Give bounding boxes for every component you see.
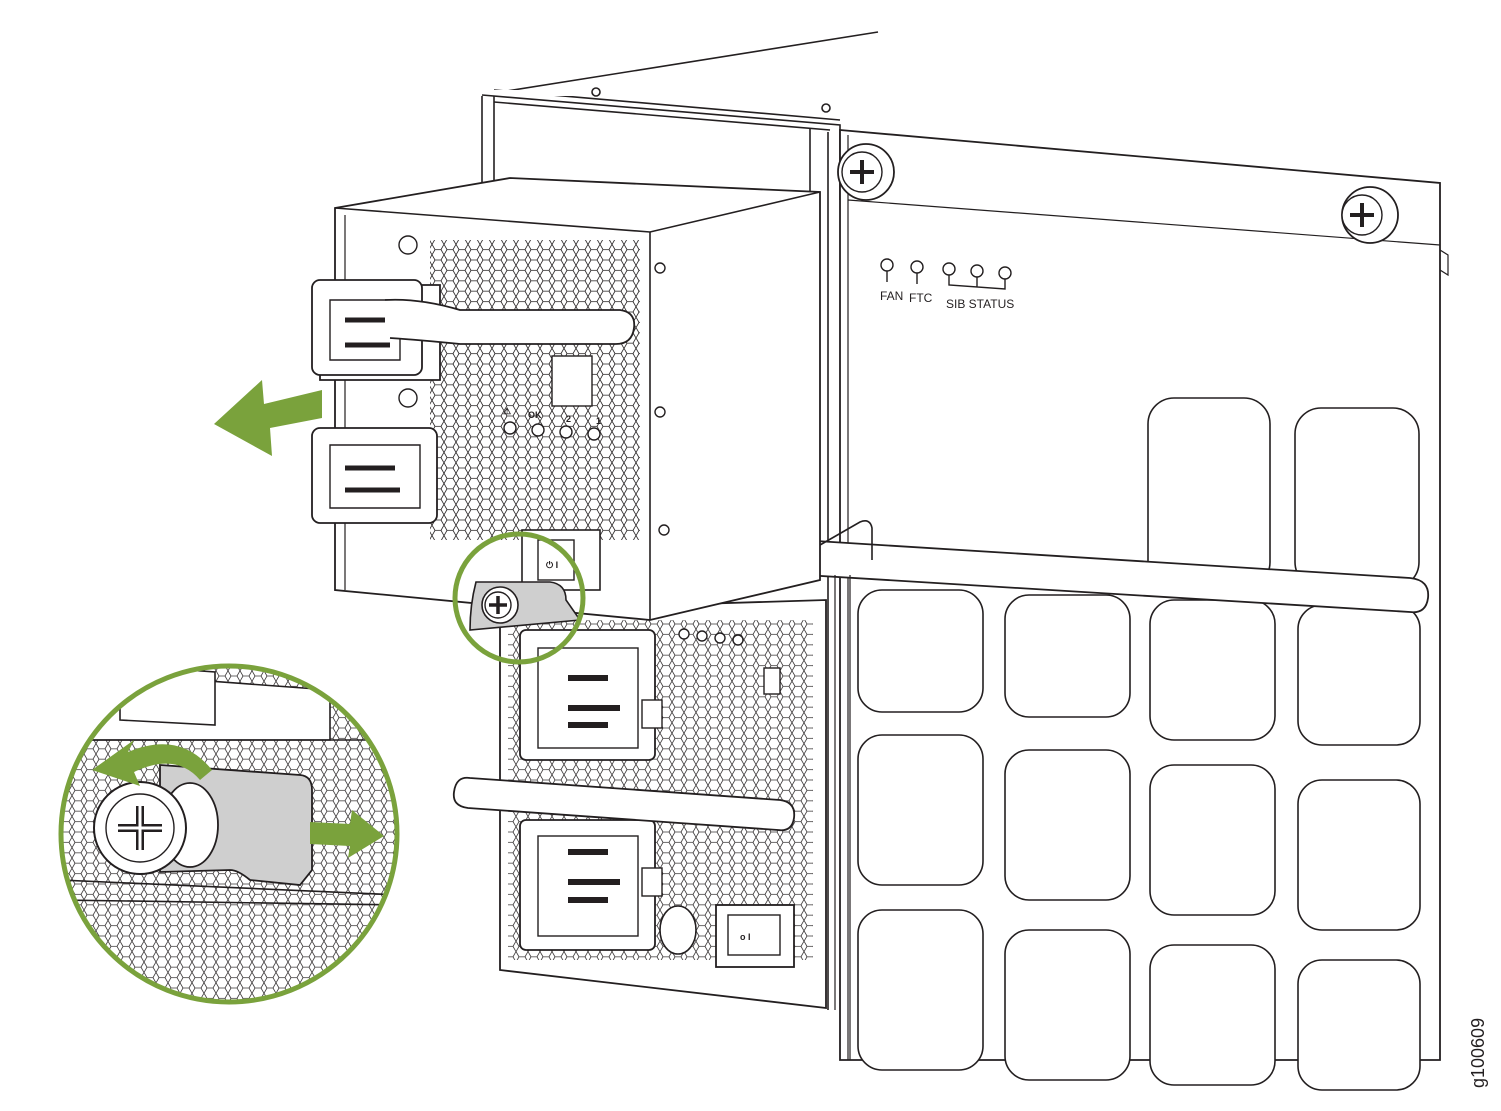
removal-arrow-icon (214, 380, 322, 456)
fan-tray: FAN FTC SIB STATUS (788, 129, 1449, 1091)
upper-psu-leds (503, 355, 601, 441)
lower-power-supply: o I (452, 599, 827, 1010)
lower-psu-inlet-top (519, 629, 663, 761)
lower-psu-inlet-bottom (519, 819, 663, 951)
upper-power-supply: ⚠ OK 2 1 ⏻ I (311, 177, 821, 631)
fan-tray-vents (857, 397, 1421, 1091)
upper-psu-warning-label: ⚠ (503, 406, 511, 416)
upper-psu-input1-label: 1 (596, 416, 601, 426)
figure-id: g100609 (1468, 1018, 1488, 1088)
fan-tray-screw-left-icon[interactable] (837, 143, 895, 201)
figure-id-container: g100609 (1468, 1018, 1488, 1088)
lower-psu-leds (678, 628, 781, 695)
pull-arrow-icon (310, 810, 384, 858)
zoom-inset (58, 663, 400, 1005)
lower-psu-power-switch[interactable]: o I (715, 904, 795, 968)
upper-psu-captive-screw-icon[interactable] (469, 581, 582, 631)
upper-psu-power-switch[interactable]: ⏻ I (521, 529, 601, 591)
fan-tray-screw-right-icon[interactable] (1341, 186, 1399, 244)
upper-psu-side-screws (398, 235, 670, 536)
lower-psu-screw-icon[interactable] (659, 905, 697, 955)
upper-psu-inlet-bottom[interactable] (311, 427, 438, 524)
upper-psu-inlet-top[interactable] (311, 279, 636, 381)
fan-tray-leds (880, 258, 1012, 290)
sib-status-led-label: SIB STATUS (946, 297, 1014, 311)
fan-led-label: FAN (880, 289, 903, 303)
upper-psu-switch-label: ⏻ I (546, 560, 558, 570)
upper-psu-ok-label: OK (528, 410, 542, 420)
screw-highlight-circle (452, 531, 586, 665)
lower-psu-switch-label: o I (740, 932, 751, 942)
rotate-arrow-icon (92, 740, 212, 786)
upper-psu-input2-label: 2 (566, 414, 571, 424)
zoom-captive-screw-icon[interactable] (93, 781, 219, 875)
ftc-led-label: FTC (909, 291, 933, 305)
lower-psu-handle[interactable] (452, 776, 796, 832)
